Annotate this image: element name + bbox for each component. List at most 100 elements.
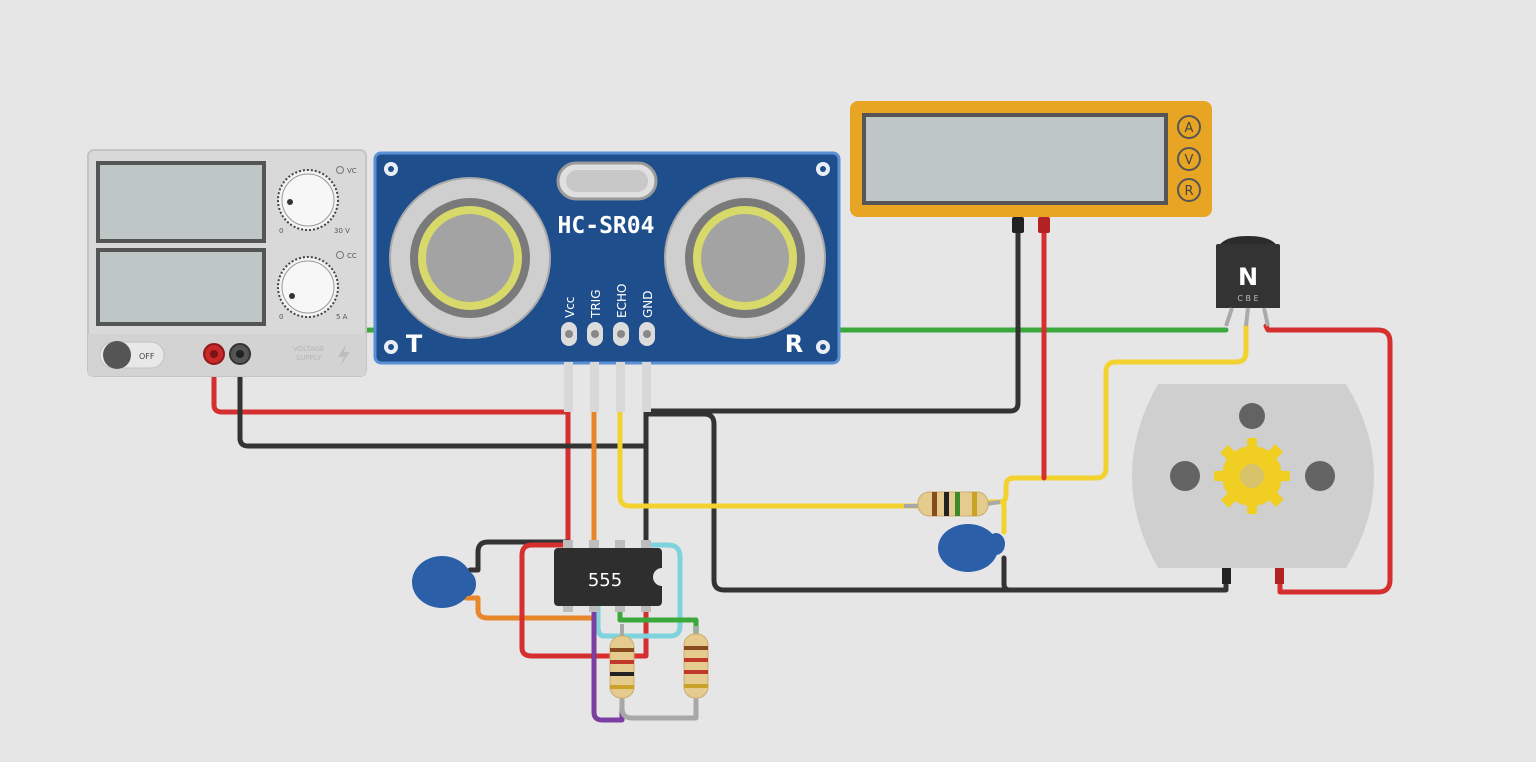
base-resistor-band1 — [932, 492, 937, 516]
positive-terminal-hole — [210, 350, 218, 358]
timing-resistor-2[interactable] — [683, 626, 709, 704]
dc-motor[interactable] — [1132, 384, 1374, 584]
leg-vcc — [564, 362, 573, 412]
transistor-pin-labels: C B E — [1237, 294, 1258, 303]
ic-pin-3 — [615, 602, 625, 612]
brand-line2: SUPPLY — [296, 354, 322, 362]
wire-yellow-echo[interactable] — [617, 409, 921, 509]
motor-mount-hole-right — [1305, 461, 1335, 491]
timing-resistor-2-band2 — [684, 658, 708, 662]
mode-a-button[interactable] — [1177, 115, 1201, 139]
sensor-header-legs — [564, 362, 651, 412]
wire-black-gnd-motor[interactable] — [643, 411, 1229, 593]
voltage-display — [96, 161, 266, 243]
transistor-face — [1216, 244, 1280, 308]
ic-pin-8 — [563, 540, 573, 550]
leg-trig — [590, 362, 599, 412]
transistor-base-leg — [1244, 307, 1250, 327]
timing-resistor-1-band1 — [610, 648, 634, 652]
timing-resistor-1-band3 — [610, 672, 634, 676]
motor-gear-icon — [1214, 438, 1290, 514]
cc-led-icon — [336, 251, 344, 259]
timing-resistor-2-band3 — [684, 670, 708, 674]
mode-a-label: A — [1185, 121, 1194, 136]
mode-r-button[interactable] — [1177, 178, 1201, 202]
capacitor-right-neck — [987, 533, 1005, 555]
amp-max-label: 5 A — [336, 313, 348, 321]
capacitor-right[interactable] — [938, 524, 1005, 572]
voltage-knob-indicator — [287, 199, 293, 205]
transmitter-marker: T — [406, 330, 423, 358]
negative-terminal-hole — [236, 350, 244, 358]
motor-pos-terminal[interactable] — [1275, 568, 1284, 584]
multimeter-pos-probe[interactable] — [1038, 217, 1050, 233]
multimeter[interactable]: A V R — [850, 101, 1212, 233]
ic-pin-4 — [641, 602, 651, 612]
timing-resistor-1-band2 — [610, 660, 634, 664]
timing-resistor-2-body — [683, 633, 709, 699]
wire-green-555-res[interactable] — [617, 603, 699, 639]
leg-echo — [616, 362, 625, 412]
multimeter-com-probe[interactable] — [1012, 217, 1024, 233]
wire-black-gnd-meter[interactable] — [643, 229, 1021, 414]
volt-min-label: 0 — [279, 227, 283, 235]
wire-cyan-555[interactable] — [595, 542, 683, 639]
ic-notch — [653, 568, 662, 586]
wire-black-555-cap[interactable] — [467, 539, 571, 573]
capacitor-left[interactable] — [412, 556, 476, 608]
vc-led-icon — [336, 166, 344, 174]
wire-red-motor[interactable] — [1263, 323, 1393, 595]
pin-vcc-hole — [565, 330, 573, 338]
wire-red-555-loop[interactable] — [519, 542, 649, 659]
wire-purple-555[interactable] — [591, 609, 625, 723]
voltage-knob-face — [281, 173, 335, 227]
timer-555[interactable]: 555 — [554, 540, 662, 612]
mode-v-button[interactable] — [1177, 147, 1201, 171]
base-resistor-band3 — [955, 492, 960, 516]
ic-pin-5 — [641, 540, 651, 550]
pin-gnd-hole — [643, 330, 651, 338]
wire-yellow-resistor-base[interactable] — [987, 323, 1249, 505]
ultrasonic-sensor[interactable]: HC-SR04 T R Vcc TRIG ECHO GND — [373, 151, 841, 365]
mount-hole-tl-center — [388, 166, 394, 172]
power-switch-label: OFF — [139, 352, 155, 361]
motor-mount-hole-top — [1239, 403, 1265, 429]
ic-pin-1 — [563, 602, 573, 612]
vc-label: VC — [347, 167, 357, 175]
wire-red-supply-vcc[interactable] — [211, 351, 571, 548]
pin-echo-hole — [617, 330, 625, 338]
base-resistor[interactable] — [904, 491, 1001, 517]
pin-trig-hole — [591, 330, 599, 338]
pin-label-trig: TRIG — [589, 289, 603, 319]
sensor-model-label: HC-SR04 — [558, 213, 655, 239]
pin-label-gnd: GND — [641, 290, 655, 318]
power-switch-knob — [103, 341, 131, 369]
motor-neg-terminal[interactable] — [1222, 568, 1231, 584]
timing-resistor-1[interactable] — [609, 624, 635, 704]
pin-label-echo: ECHO — [615, 284, 629, 318]
transistor-emitter-leg — [1262, 307, 1270, 327]
base-resistor-body — [917, 491, 989, 517]
cc-label: CC — [347, 252, 357, 260]
npn-transistor[interactable]: N C B E — [1216, 236, 1280, 327]
ic-pin-2 — [589, 602, 599, 612]
power-supply: VC CC 0 30 V 0 5 A OFF VOLTAGE SUPPLY — [87, 149, 367, 377]
multimeter-display — [862, 113, 1168, 205]
current-knob-face — [281, 260, 335, 314]
capacitor-right-body — [938, 524, 998, 572]
amp-min-label: 0 — [279, 313, 283, 321]
wire-black-cap[interactable] — [1001, 555, 1013, 593]
current-knob-indicator — [289, 293, 295, 299]
capacitor-left-neck — [460, 572, 476, 596]
mount-hole-tr-center — [820, 166, 826, 172]
receiver-marker: R — [785, 330, 803, 358]
wire-black-supply-gnd[interactable] — [237, 351, 649, 449]
transmitter-transducer-core — [426, 214, 514, 302]
motor-mount-hole-left — [1170, 461, 1200, 491]
wire-orange-555-cap[interactable] — [463, 595, 597, 621]
base-resistor-band4 — [972, 492, 977, 516]
lightning-icon — [338, 344, 350, 366]
ic-body — [554, 548, 662, 606]
leg-gnd — [642, 362, 651, 412]
wire-gray-res[interactable] — [619, 697, 699, 721]
